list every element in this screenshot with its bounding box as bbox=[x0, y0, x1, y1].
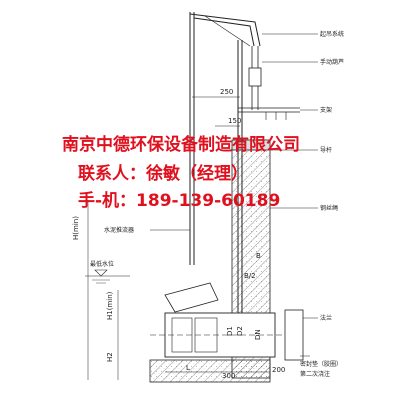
callout-lowest-level: 最低水位 bbox=[90, 260, 114, 268]
svg-text:DN: DN bbox=[254, 329, 262, 340]
svg-text:导杆: 导杆 bbox=[320, 146, 332, 154]
svg-text:水泥推流器: 水泥推流器 bbox=[104, 226, 134, 234]
submersible-mixer bbox=[150, 282, 304, 361]
svg-text:法兰: 法兰 bbox=[320, 314, 332, 322]
callout-connector: 法兰 bbox=[303, 314, 332, 322]
support-bracket bbox=[238, 107, 300, 120]
bottom-dimensions: L 300 200 D1 D2 DN B/2 B bbox=[165, 252, 285, 380]
svg-text:H1(min): H1(min) bbox=[106, 291, 114, 320]
svg-text:150: 150 bbox=[228, 117, 241, 125]
svg-text:H(min): H(min) bbox=[72, 216, 80, 240]
dimension-150: 150 bbox=[215, 117, 241, 127]
svg-text:密封垫（胶圈）: 密封垫（胶圈） bbox=[300, 360, 342, 368]
svg-text:第二次浇注: 第二次浇注 bbox=[300, 370, 330, 378]
concrete-floor bbox=[149, 359, 271, 383]
water-level bbox=[85, 269, 130, 284]
svg-text:200: 200 bbox=[272, 366, 285, 374]
crane-arm bbox=[189, 13, 262, 110]
svg-text:D2: D2 bbox=[236, 326, 244, 336]
callout-hoist: 起吊系统 bbox=[262, 30, 344, 38]
phone-number: 手-机：189-139-60189 bbox=[78, 191, 281, 211]
svg-text:300: 300 bbox=[222, 372, 235, 380]
svg-text:支架: 支架 bbox=[320, 106, 332, 114]
callout-bracket: 支架 bbox=[300, 106, 332, 114]
svg-text:L: L bbox=[186, 364, 190, 372]
company-name: 南京中德环保设备制造有限公司 bbox=[62, 135, 300, 155]
svg-text:手动葫芦: 手动葫芦 bbox=[320, 58, 344, 66]
svg-text:B/2: B/2 bbox=[244, 272, 256, 280]
guide-rod bbox=[237, 40, 243, 330]
top-slab bbox=[231, 139, 271, 151]
callout-winch: 手动葫芦 bbox=[262, 58, 344, 66]
svg-text:起吊系统: 起吊系统 bbox=[320, 30, 344, 38]
svg-text:钢丝绳: 钢丝绳 bbox=[320, 204, 338, 212]
contact-person: 联系人：徐敏（经理） bbox=[78, 164, 248, 184]
svg-text:最低水位: 最低水位 bbox=[90, 260, 114, 268]
vertical-dimension: H(min) H1(min) H2 bbox=[72, 200, 119, 380]
dimension-250: 250 bbox=[192, 88, 240, 98]
callout-seal-ring: 密封垫（胶圈） bbox=[300, 355, 342, 368]
callout-guide-rod: 导杆 bbox=[270, 146, 332, 154]
lifting-mast bbox=[189, 12, 195, 265]
svg-text:D1: D1 bbox=[226, 326, 234, 336]
svg-text:250: 250 bbox=[220, 88, 233, 96]
callout-secondary-pour: 第二次浇注 bbox=[300, 370, 330, 378]
callout-mixer: 水泥推流器 bbox=[104, 226, 190, 234]
callout-rope: 钢丝绳 bbox=[270, 204, 338, 212]
svg-text:B: B bbox=[256, 252, 261, 260]
svg-text:H2: H2 bbox=[106, 352, 114, 362]
